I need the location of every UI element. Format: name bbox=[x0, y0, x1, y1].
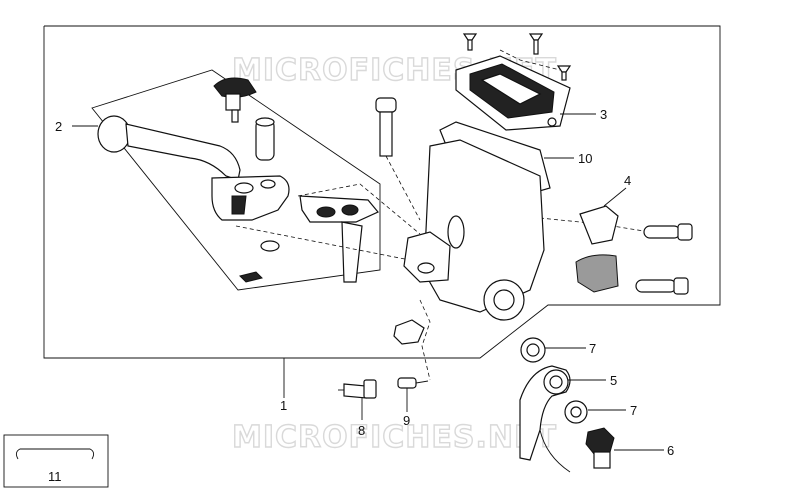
leader-4 bbox=[603, 187, 627, 207]
handlebar-clamp bbox=[575, 205, 619, 293]
callout-8: 8 bbox=[358, 423, 365, 438]
assembly-frame bbox=[43, 25, 721, 359]
callout-7b: 7 bbox=[630, 403, 637, 418]
callout-2: 2 bbox=[55, 119, 62, 134]
watermark-bottom: MICROFICHES.NET bbox=[232, 420, 557, 455]
brake-hose-banjo bbox=[519, 365, 571, 473]
dash-line-cap-screws bbox=[499, 49, 561, 71]
callout-3: 3 bbox=[600, 107, 607, 122]
master-cylinder-body bbox=[403, 139, 545, 321]
brake-lever bbox=[97, 115, 290, 221]
callout-7a: 7 bbox=[589, 341, 596, 356]
cap-screws bbox=[462, 33, 572, 81]
switch-pin bbox=[397, 377, 429, 389]
long-screw bbox=[375, 97, 397, 157]
dash-line-clamp bbox=[539, 217, 651, 233]
brake-light-switch bbox=[338, 379, 377, 399]
mounting-nut bbox=[393, 319, 425, 345]
adjuster-knob bbox=[213, 77, 257, 123]
banjo-bolt bbox=[585, 427, 615, 469]
switch-bracket bbox=[299, 195, 379, 283]
callout-10: 10 bbox=[578, 151, 592, 166]
inset-box-11 bbox=[3, 434, 109, 488]
lever-subframe bbox=[91, 69, 381, 291]
callout-4: 4 bbox=[624, 173, 631, 188]
dash-line-lever bbox=[235, 225, 421, 263]
lever-pin bbox=[255, 117, 275, 161]
dash-line-bottom bbox=[419, 299, 431, 381]
callout-6: 6 bbox=[667, 443, 674, 458]
dash-line-bracket bbox=[297, 183, 421, 235]
dash-line-screw bbox=[385, 155, 421, 221]
callout-9: 9 bbox=[403, 413, 410, 428]
callout-5: 5 bbox=[610, 373, 617, 388]
small-nut bbox=[239, 271, 263, 283]
callout-11: 11 bbox=[48, 469, 62, 484]
circlip bbox=[260, 240, 280, 252]
o-ring-seal bbox=[15, 448, 95, 460]
clamp-bolts bbox=[635, 223, 693, 295]
callout-1: 1 bbox=[280, 398, 287, 413]
reservoir-cap bbox=[455, 55, 571, 131]
